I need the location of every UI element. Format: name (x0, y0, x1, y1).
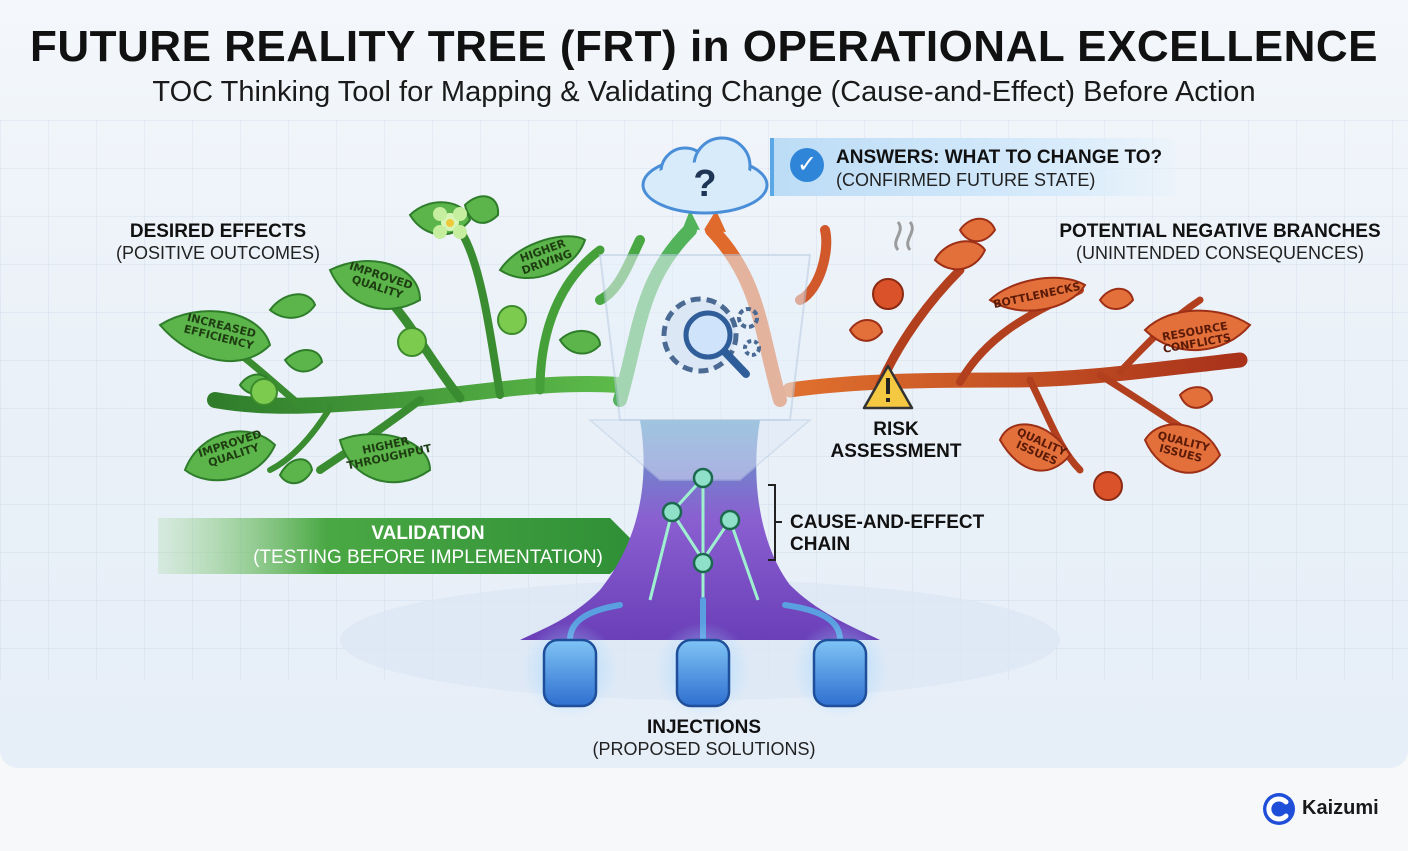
injections-sub: (PROPOSED SOLUTIONS) (592, 739, 816, 759)
green-apple-icons (250, 305, 527, 406)
answers-callout: ✓ ANSWERS: WHAT TO CHANGE TO? (CONFIRMED… (770, 138, 1176, 196)
brand-name: Kaizumi (1302, 797, 1379, 819)
warning-icon (862, 364, 914, 410)
svg-text:?: ? (693, 163, 716, 205)
answers-sub: (CONFIRMED FUTURE STATE) (836, 170, 1096, 190)
negative-branches-heading: POTENTIAL NEGATIVE BRANCHES (1059, 221, 1381, 242)
check-icon: ✓ (790, 148, 824, 182)
desired-effects-heading: DESIRED EFFECTS (129, 221, 307, 242)
diagram-panel: FUTURE REALITY TREE (FRT) in OPERATIONAL… (0, 0, 1408, 768)
risk-line1: RISK (873, 419, 919, 440)
kaizumi-logo-icon (1263, 793, 1295, 825)
risk-assessment-label: RISK ASSESSMENT (826, 419, 966, 463)
question-cloud-icon: ? (641, 136, 769, 215)
injections-label: INJECTIONS (PROPOSED SOLUTIONS) (554, 717, 854, 760)
desired-effects-label: DESIRED EFFECTS (POSITIVE OUTCOMES) (108, 221, 328, 264)
tree-illustration: ? (158, 136, 1252, 718)
validation-label: VALIDATION (TESTING BEFORE IMPLEMENTATIO… (158, 518, 638, 574)
rotten-apple-icons (872, 278, 1123, 501)
validation-heading: VALIDATION (371, 523, 485, 544)
injections-heading: INJECTIONS (646, 717, 762, 738)
flower-icon (433, 207, 467, 239)
validation-arrow (158, 518, 638, 574)
desired-effects-sub: (POSITIVE OUTCOMES) (115, 243, 320, 263)
negative-branches-label: POTENTIAL NEGATIVE BRANCHES (UNINTENDED … (1050, 221, 1390, 264)
cause-effect-label: CAUSE-AND-EFFECT CHAIN (790, 512, 984, 556)
cause-effect-nodes (661, 467, 741, 574)
cause-effect-line1: CAUSE-AND-EFFECT (790, 512, 985, 533)
injection-jars (522, 622, 888, 718)
negative-branches-sub: (UNINTENDED CONSEQUENCES) (1075, 243, 1365, 263)
cause-effect-line2: CHAIN (790, 534, 851, 555)
risk-line2: ASSESSMENT (830, 441, 962, 462)
page-subtitle: TOC Thinking Tool for Mapping & Validati… (152, 76, 1256, 108)
bracket (768, 484, 782, 561)
validation-sub: (TESTING BEFORE IMPLEMENTATION) (253, 547, 603, 568)
gear-magnifier-icon (661, 296, 761, 378)
red-leaves (848, 217, 1252, 474)
green-leaves (158, 195, 602, 485)
page-title: FUTURE REALITY TREE (FRT) in OPERATIONAL… (30, 22, 1378, 71)
answers-heading: ANSWERS: WHAT TO CHANGE TO? (836, 147, 1163, 168)
smoke-icon (894, 221, 914, 251)
